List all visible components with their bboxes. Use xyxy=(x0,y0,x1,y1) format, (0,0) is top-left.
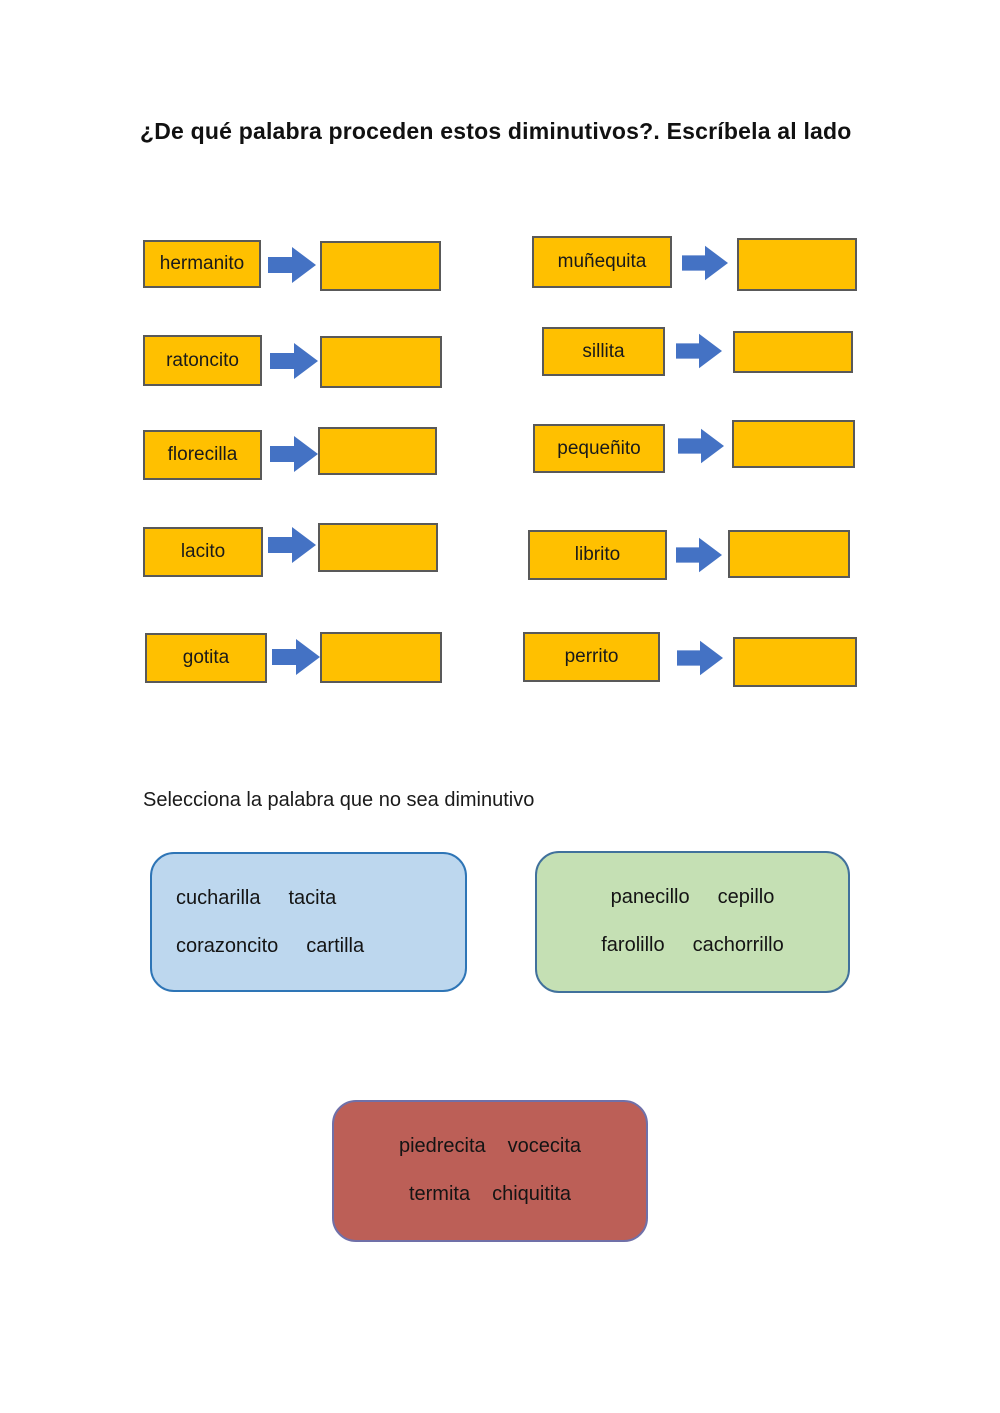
answer-box[interactable] xyxy=(320,632,442,683)
page-title: ¿De qué palabra proceden estos diminutiv… xyxy=(140,118,852,144)
selectable-word[interactable]: tacita xyxy=(288,886,337,909)
right-arrow-icon xyxy=(682,242,728,284)
right-arrow-icon xyxy=(676,534,722,576)
right-arrow-icon xyxy=(272,636,320,678)
answer-box[interactable] xyxy=(728,530,850,578)
source-word-label: sillita xyxy=(582,340,625,362)
selectable-word[interactable]: termita xyxy=(408,1182,471,1205)
selectable-word[interactable]: vocecita xyxy=(507,1134,582,1157)
answer-box[interactable] xyxy=(733,331,853,373)
word-group-green: panecillo cepillo farolillo cachorrillo xyxy=(535,851,850,993)
source-word-label: florecilla xyxy=(167,444,238,465)
source-word-label: pequeñito xyxy=(557,437,641,459)
section-instruction: Selecciona la palabra que no sea diminut… xyxy=(143,789,535,811)
source-word-box: librito xyxy=(528,530,667,580)
right-arrow-icon xyxy=(677,637,723,679)
selectable-word[interactable]: chiquitita xyxy=(492,1182,572,1205)
selectable-word[interactable]: cepillo xyxy=(717,885,775,908)
source-word-label: muñequita xyxy=(557,251,647,272)
selectable-word[interactable]: cucharilla xyxy=(176,886,261,909)
source-word-box: ratoncito xyxy=(143,335,262,386)
answer-box[interactable] xyxy=(320,241,441,291)
right-arrow-icon xyxy=(268,244,316,286)
selectable-word[interactable]: panecillo xyxy=(610,885,690,908)
right-arrow-icon xyxy=(678,425,724,467)
answer-box[interactable] xyxy=(318,523,438,572)
answer-box[interactable] xyxy=(733,637,857,687)
source-word-box: hermanito xyxy=(143,240,261,288)
source-word-box: florecilla xyxy=(143,430,262,480)
answer-box[interactable] xyxy=(737,238,857,291)
source-word-label: perrito xyxy=(564,646,619,667)
source-word-label: librito xyxy=(574,544,621,565)
selectable-word[interactable]: corazoncito xyxy=(176,934,279,957)
selectable-word[interactable]: farolillo xyxy=(601,933,665,956)
selectable-word[interactable]: piedrecita xyxy=(398,1134,486,1157)
right-arrow-icon xyxy=(268,524,316,566)
answer-box[interactable] xyxy=(318,427,437,475)
source-word-label: gotita xyxy=(182,647,230,668)
answer-box[interactable] xyxy=(320,336,442,388)
right-arrow-icon xyxy=(676,330,722,372)
answer-box[interactable] xyxy=(732,420,855,468)
right-arrow-icon xyxy=(270,340,318,382)
word-group-red: piedrecita vocecita termita chiquitita xyxy=(332,1100,648,1242)
source-word-box: lacito xyxy=(143,527,263,577)
source-word-box: muñequita xyxy=(532,236,672,288)
source-word-box: gotita xyxy=(145,633,267,683)
source-word-label: ratoncito xyxy=(166,349,239,371)
selectable-word[interactable]: cachorrillo xyxy=(692,933,784,956)
source-word-box: perrito xyxy=(523,632,660,682)
source-word-label: lacito xyxy=(180,541,226,562)
right-arrow-icon xyxy=(270,433,318,475)
source-word-box: pequeñito xyxy=(533,424,665,473)
selectable-word[interactable]: cartilla xyxy=(306,934,365,957)
source-word-label: hermanito xyxy=(159,253,245,274)
word-group-blue: cucharilla tacita corazoncito cartilla xyxy=(150,852,467,992)
source-word-box: sillita xyxy=(542,327,665,376)
